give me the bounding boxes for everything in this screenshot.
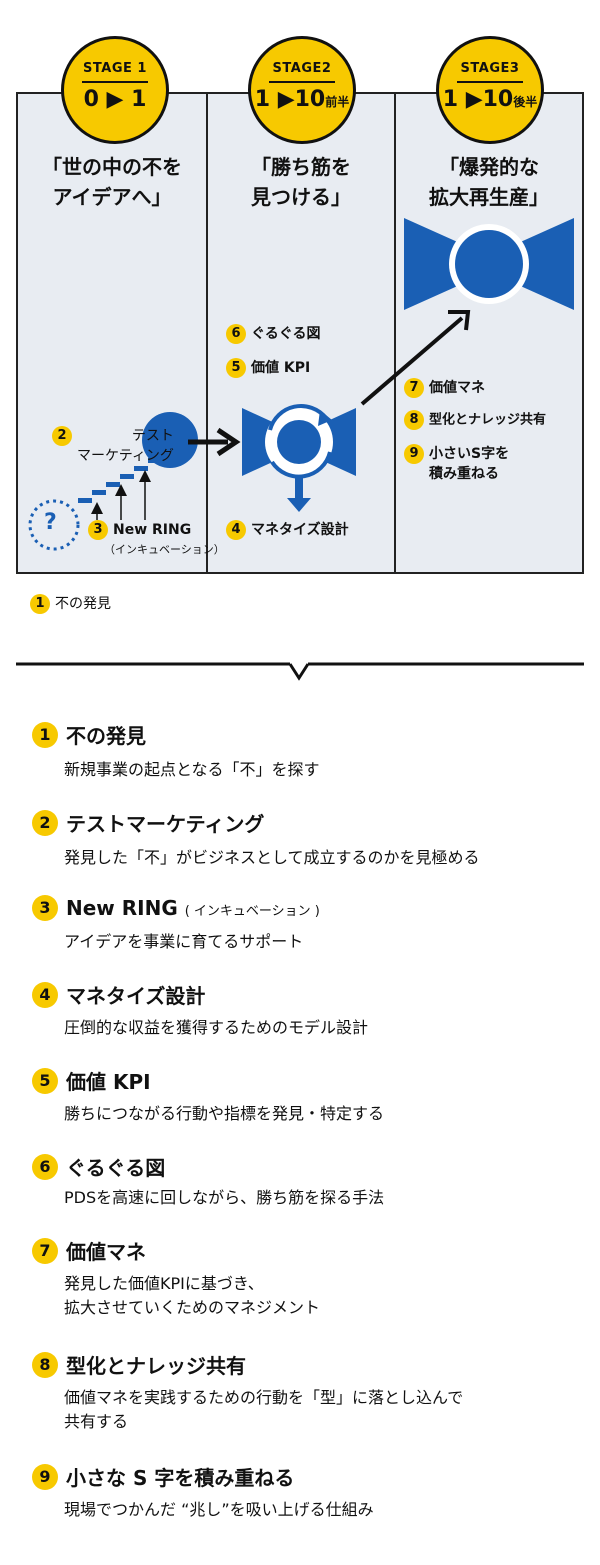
stair-step — [120, 474, 134, 479]
stage1-range: 0 ▶ 1 — [83, 87, 147, 112]
list-item: 3 New RING ( インキュベーション ) — [32, 895, 590, 921]
cycle-core — [277, 420, 321, 464]
stage3-badge: STAGE3 1 ▶10後半 — [436, 36, 544, 144]
stage3-label: STAGE3 — [460, 61, 520, 76]
stage1-headline: 「世の中の不を アイデアへ」 — [42, 155, 182, 209]
item-desc: 現場でつかんだ “兆し”を吸い上げる仕組み — [64, 1500, 374, 1519]
item-title: テストマーケティング — [66, 812, 265, 836]
item-number: 8 — [32, 1351, 58, 1378]
item-number: 5 — [32, 1067, 58, 1094]
badge-divider — [82, 81, 148, 83]
list-item: 2 テストマーケティング — [32, 808, 590, 837]
item-title: 小さな S 字を積み重ねる — [66, 1466, 295, 1490]
list-item: 8 型化とナレッジ共有 — [32, 1350, 590, 1379]
question-circle — [28, 499, 80, 551]
stage2-range: 1 ▶10前半 — [254, 87, 350, 112]
number-badge-3: 3 — [88, 520, 108, 540]
item-desc: 圧倒的な収益を獲得するためのモデル設計 — [64, 1018, 369, 1037]
list-item: 9 小さな S 字を積み重ねる — [32, 1462, 590, 1491]
stair-step — [106, 482, 120, 487]
list-item: 4 マネタイズ設計 — [32, 980, 590, 1009]
item-title: ぐるぐる図 — [66, 1156, 166, 1180]
number-badge-6: 6 — [226, 324, 246, 344]
item-number: 6 — [32, 1153, 58, 1180]
bowtie-big-left — [404, 218, 462, 310]
diagram-graphics — [28, 218, 574, 551]
item-number: 3 — [32, 895, 58, 921]
item-title: 型化とナレッジ共有 — [66, 1354, 246, 1378]
right-arrow-head — [216, 427, 241, 457]
list-item: 7 価値マネ — [32, 1236, 590, 1265]
diagonal-arrow — [360, 316, 464, 406]
list-item: 1 不の発見 — [32, 720, 590, 749]
stage2-headline: 「勝ち筋を 見つける」 — [251, 155, 351, 209]
cycle-arrow-head — [318, 410, 332, 426]
item-desc: アイデアを事業に育てるサポート — [64, 932, 304, 951]
stage2-badge: STAGE2 1 ▶10前半 — [248, 36, 356, 144]
item-title: 価値 KPI — [66, 1070, 151, 1094]
item-desc: 価値マネを実践するための行動を「型」に落とし込んで 共有する — [64, 1388, 464, 1431]
label-new-ring-sub: （インキュベーション） — [104, 543, 225, 556]
stage1-badge: STAGE 1 0 ▶ 1 — [61, 36, 169, 144]
number-badge-7: 7 — [404, 378, 424, 398]
bowtie-big-core — [455, 230, 523, 298]
list-item: 5 価値 KPI — [32, 1066, 590, 1095]
item-number: 4 — [32, 981, 58, 1008]
stage2-label: STAGE2 — [272, 61, 332, 76]
cycle-arrow — [268, 404, 328, 431]
bowtie-big-right — [516, 218, 574, 310]
down-arrow-head — [287, 498, 311, 512]
item-desc: 新規事業の起点となる「不」を探す — [64, 760, 320, 779]
badge-divider — [457, 81, 523, 83]
down-arrow — [295, 476, 303, 500]
item-desc: PDSを高速に回しながら、勝ち筋を探る手法 — [64, 1188, 385, 1207]
idea-circle — [142, 412, 198, 468]
item-number: 1 — [32, 721, 58, 748]
cycle-arrow — [270, 451, 332, 479]
item-number: 2 — [32, 809, 58, 836]
badge-divider — [269, 81, 335, 83]
number-badge-4: 4 — [226, 520, 246, 540]
number-badge-8: 8 — [404, 410, 424, 430]
stage3-range: 1 ▶10後半 — [442, 87, 538, 112]
item-title: New RING ( インキュベーション ) — [66, 896, 320, 920]
item-desc: 発見した価値KPIに基づき、 拡大させていくためのマネジメント — [64, 1274, 321, 1317]
item-title: 不の発見 — [66, 724, 146, 748]
item-title: マネタイズ設計 — [66, 984, 206, 1008]
stair-step — [78, 498, 92, 503]
item-desc: 発見した「不」がビジネスとして成立するのかを見極める — [64, 848, 480, 867]
question-mark: ? — [44, 510, 57, 535]
divider-graphic — [16, 662, 584, 681]
stage3-panel — [394, 92, 584, 574]
stage1-label: STAGE 1 — [83, 61, 147, 76]
number-badge-5: 5 — [226, 358, 246, 378]
item-title: 価値マネ — [66, 1240, 146, 1264]
item-desc: 勝ちにつながる行動や指標を発見・特定する — [64, 1104, 385, 1123]
stair-step — [92, 490, 106, 495]
number-badge-9: 9 — [404, 444, 424, 464]
number-badge-1: 1 — [30, 594, 50, 614]
stage3-headline: 「爆発的な 拡大再生産」 — [429, 155, 549, 209]
stair-step — [134, 466, 148, 471]
list-item: 6 ぐるぐる図 — [32, 1152, 590, 1181]
number-badge-2: 2 — [52, 426, 72, 446]
diagonal-arrow-head — [448, 310, 471, 331]
item-number: 7 — [32, 1237, 58, 1264]
stage1-panel — [16, 92, 208, 574]
item-number: 9 — [32, 1463, 58, 1490]
